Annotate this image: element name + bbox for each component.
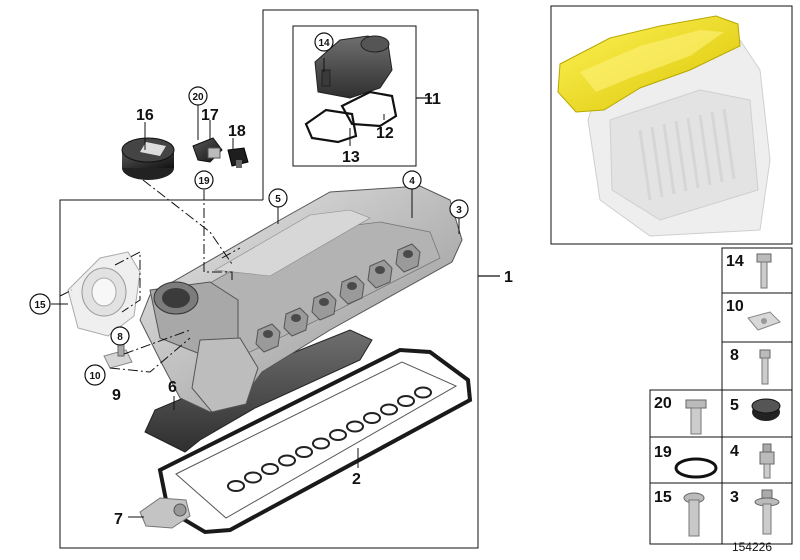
socket-bolt-icon: [759, 349, 771, 385]
intake-port-hole: [263, 330, 273, 338]
table-label-15: 15: [654, 489, 672, 506]
main-assembly-frame: [59, 9, 500, 549]
assembly-guide-lines: [59, 179, 241, 373]
callout-10: 10: [84, 364, 106, 386]
callout-12: 12: [376, 125, 394, 142]
callout-19: 19: [194, 170, 214, 190]
svg-text:10: 10: [89, 371, 101, 382]
callout-17: 17: [201, 107, 219, 124]
callout-18: 18: [228, 123, 246, 140]
reference-number: 154226: [731, 540, 772, 554]
table-label-3: 3: [730, 489, 739, 506]
seal-ring: [278, 454, 296, 467]
table-label-4: 4: [730, 443, 739, 460]
spark-plug-seal-rings: [227, 386, 432, 492]
callout-7: 7: [114, 511, 123, 528]
seal-ring: [295, 446, 313, 458]
table-label-5: 5: [730, 397, 739, 414]
engine-rib: [662, 123, 676, 195]
bolt-8-part: [117, 343, 125, 357]
svg-text:4: 4: [409, 176, 415, 187]
callout-3: 3: [449, 199, 469, 219]
intake-port-hole: [403, 250, 413, 258]
seal-ring: [397, 395, 415, 407]
callout-8: 8: [110, 326, 130, 346]
engine-ribs: [638, 108, 736, 201]
table-label-10: 10: [726, 298, 744, 315]
table-label-8: 8: [730, 347, 739, 364]
seal-ring: [261, 463, 279, 475]
svg-text:3: 3: [456, 205, 462, 216]
seal-ring: [363, 412, 381, 424]
hex-bolt-icon: [756, 253, 772, 289]
engine-rib: [698, 114, 712, 186]
intake-port-hole: [375, 266, 385, 274]
intake-port-hole: [291, 314, 301, 322]
seal-ring: [414, 386, 432, 399]
seal-ring: [227, 480, 245, 492]
small-parts-table: 14 10 8 20 5 19 4 15 3: [649, 247, 793, 545]
svg-text:15: 15: [34, 300, 46, 311]
gasket-12-part: [340, 90, 398, 128]
svg-text:20: 20: [192, 92, 204, 103]
grommet-icon: [751, 398, 781, 421]
table-label-14: 14: [726, 253, 744, 270]
sensor-plug-part: [227, 147, 249, 168]
callout-1: 1: [504, 269, 513, 286]
intake-flap-part: [67, 251, 141, 337]
callout-11: 11: [424, 91, 441, 108]
o-ring-icon: [674, 457, 718, 479]
callout-16: 16: [136, 107, 154, 124]
engine-rib: [722, 108, 736, 180]
svg-text:5: 5: [275, 194, 281, 205]
callout-6: 6: [168, 379, 177, 396]
stud-bolt-icon: [685, 399, 707, 435]
callout-20: 20: [188, 86, 208, 106]
table-label-19: 19: [654, 444, 672, 461]
cylinder-head-cover-part: [139, 185, 463, 413]
table-label-20: 20: [654, 395, 672, 412]
seal-7-part: [139, 497, 191, 529]
engine-locator-view: [550, 5, 793, 245]
seal-ring: [244, 471, 262, 484]
intake-port-hole: [319, 298, 329, 306]
callout-4: 4: [402, 170, 422, 190]
seal-ring: [312, 437, 330, 450]
callout-2: 2: [352, 471, 361, 488]
svg-text:19: 19: [198, 176, 210, 187]
gasket-13-part: [304, 108, 358, 144]
callout-15: 15: [29, 293, 51, 315]
intake-port-hole: [347, 282, 357, 290]
svg-text:8: 8: [117, 332, 123, 343]
clip-nut-icon: [747, 311, 781, 331]
engine-rib: [710, 111, 724, 183]
camshaft-sensor-part: [192, 137, 223, 163]
oil-filler-cap-part: [121, 137, 175, 180]
seal-ring: [380, 403, 398, 416]
plug-4-icon: [759, 443, 775, 479]
callout-14: 14: [314, 32, 334, 52]
callout-9: 9: [112, 387, 121, 404]
engine-rib: [650, 126, 664, 198]
engine-rib: [686, 117, 700, 189]
engine-rib: [638, 129, 652, 201]
callout-5: 5: [268, 188, 288, 208]
leader-lines: [51, 58, 460, 518]
svg-text:14: 14: [318, 38, 330, 49]
seal-ring: [329, 429, 347, 441]
seal-ring: [346, 420, 364, 433]
engine-rib: [674, 120, 688, 192]
bolt-3-icon: [754, 489, 780, 535]
screw-15-icon: [683, 492, 705, 537]
breather-cover-part: [314, 35, 393, 99]
callout-13: 13: [342, 149, 360, 166]
intake-ports: [255, 243, 421, 353]
